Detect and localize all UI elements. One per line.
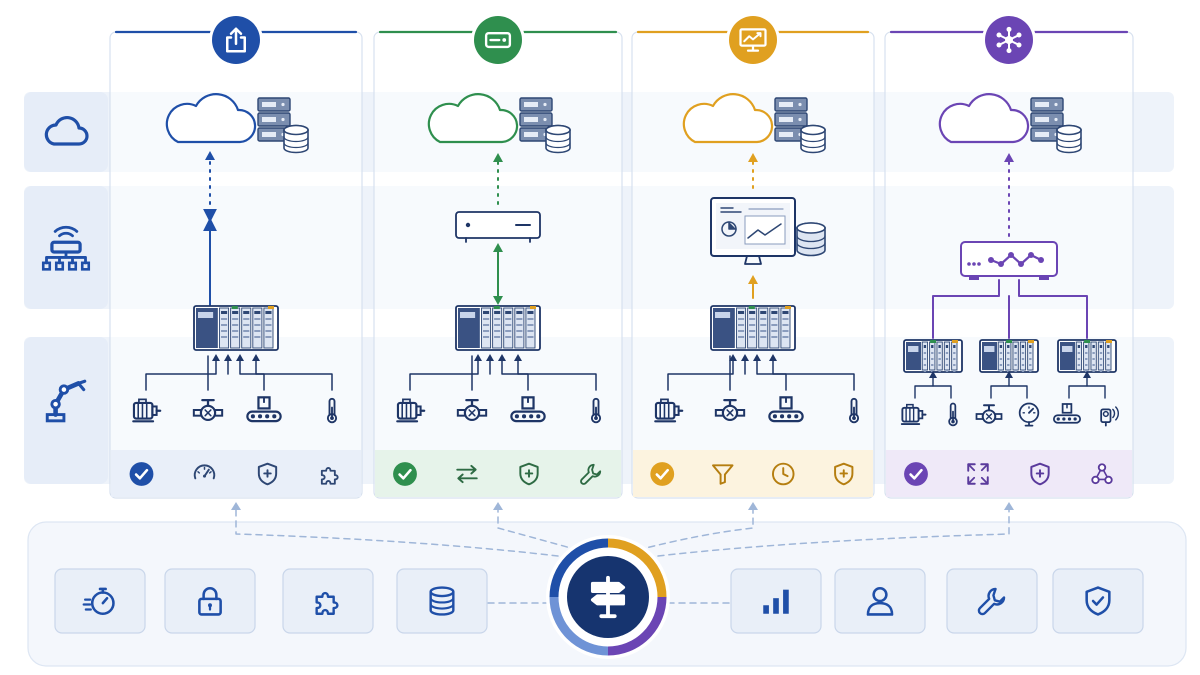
service-tile (396, 568, 488, 634)
cloud-icon (165, 93, 257, 144)
thermometer-icon (948, 402, 958, 427)
layer-label-box (24, 186, 108, 309)
stopwatch-icon (82, 587, 115, 616)
valve-icon (714, 398, 746, 421)
edge-hub-icon (960, 241, 1058, 280)
cloud-icon (938, 93, 1030, 144)
database-icon (796, 222, 826, 257)
shield-plus-icon (834, 462, 854, 486)
server-database-icon (519, 97, 571, 154)
service-tile (834, 568, 926, 634)
thermometer-icon (848, 397, 860, 424)
check-circle-icon (129, 462, 154, 486)
expand-icon (967, 463, 989, 485)
clock-icon (771, 462, 795, 486)
service-tile (282, 568, 374, 634)
lock-icon (198, 586, 222, 616)
puzzle-icon (315, 591, 339, 615)
pressure-gauge-icon (1018, 402, 1040, 427)
cloud-layer-icon (44, 115, 89, 146)
shield-plus-icon (257, 462, 278, 486)
architecture-panel-a (109, 13, 363, 499)
field-robot-layer-icon (45, 379, 87, 423)
check-circle-icon (393, 462, 417, 486)
architecture-panel-b (373, 13, 623, 499)
server-database-icon (774, 97, 826, 154)
upload-icon (226, 27, 246, 53)
network-edge-layer-icon (41, 225, 91, 271)
architecture-panel-d (884, 13, 1134, 499)
motor-icon (396, 398, 426, 423)
check-circle-icon (904, 462, 928, 486)
filter-icon (712, 464, 734, 485)
database-icon (429, 586, 455, 616)
valve-icon (192, 398, 224, 421)
bar-chart-icon (763, 589, 789, 614)
service-tile (1052, 568, 1144, 634)
plc-rack-icon (979, 339, 1039, 373)
puzzle-icon (320, 467, 339, 485)
check-circle-icon (650, 462, 675, 486)
shield-plus-icon (519, 462, 539, 486)
nodes-icon (1091, 463, 1113, 485)
user-icon (866, 586, 894, 616)
server-database-icon (257, 97, 309, 154)
shared-services-bar (27, 502, 1187, 667)
conveyor-icon (768, 396, 804, 423)
cloud-icon (682, 93, 774, 144)
service-tile (164, 568, 256, 634)
gateway-box-icon (484, 31, 512, 49)
shield-plus-icon (1030, 462, 1050, 486)
layer-label-box (24, 92, 108, 172)
server-database-icon (1030, 97, 1082, 154)
shield-check-icon (1085, 586, 1111, 616)
gauge-icon (193, 464, 216, 480)
motor-icon (132, 398, 162, 423)
plc-rack-icon (710, 305, 796, 351)
valve-icon (975, 404, 1003, 424)
sensor-icon (1100, 406, 1120, 427)
plc-rack-icon (903, 339, 963, 373)
plc-rack-icon (1057, 339, 1117, 373)
thermometer-icon (590, 397, 602, 424)
sync-arrows-icon (456, 464, 478, 484)
cloud-icon (427, 93, 519, 144)
thermometer-icon (326, 397, 338, 424)
dashboard-monitor-icon (710, 197, 796, 265)
trend-monitor-icon (739, 28, 767, 52)
motor-icon (654, 398, 684, 423)
service-tile (946, 568, 1038, 634)
valve-icon (456, 398, 488, 421)
conveyor-icon (510, 396, 546, 423)
plc-rack-icon (193, 305, 279, 351)
gateway-icon (455, 211, 541, 243)
central-hub (546, 535, 670, 659)
wrench-icon (977, 587, 1006, 616)
motor-icon (900, 403, 927, 425)
architecture-panel-c (631, 13, 875, 499)
conveyor-icon (246, 396, 282, 423)
network-hub-icon (996, 26, 1022, 54)
service-tile (54, 568, 146, 634)
conveyor-icon (1053, 403, 1081, 424)
service-tile (730, 568, 822, 634)
wrench-icon (580, 463, 602, 485)
plc-rack-icon (455, 305, 541, 351)
signpost-icon (590, 575, 626, 619)
layer-label-box (24, 337, 108, 484)
